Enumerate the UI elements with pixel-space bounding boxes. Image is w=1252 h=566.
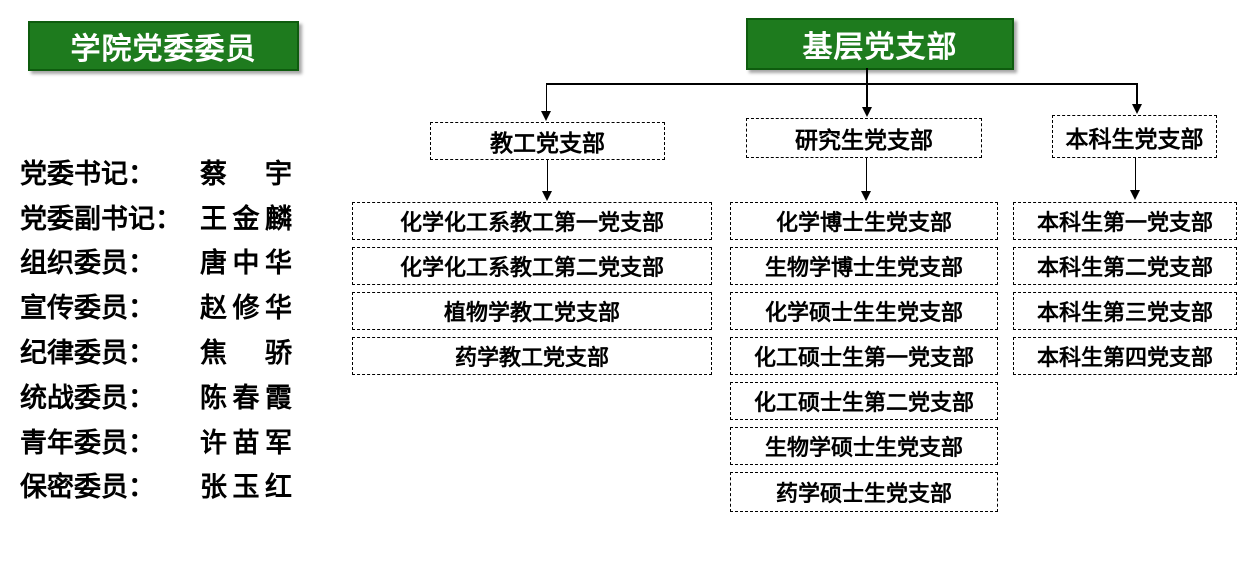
member-role: 纪律委员： <box>20 338 155 369</box>
connector-vline <box>866 68 868 84</box>
left-panel-title: 学院党委委员 <box>28 21 299 71</box>
arrow-down-icon <box>861 191 871 201</box>
branch-box: 研究生党支部 <box>746 118 982 158</box>
branch-box: 教工党支部 <box>430 122 665 160</box>
sub-branch-box: 生物学博士生党支部 <box>730 247 998 285</box>
connector-vline <box>1134 158 1136 191</box>
sub-branch-box: 本科生第二党支部 <box>1013 247 1237 285</box>
sub-branch-box: 生物学硕士生党支部 <box>730 427 998 465</box>
sub-branch-box: 化学化工系教工第二党支部 <box>352 247 712 285</box>
sub-branch-box: 植物学教工党支部 <box>352 292 712 330</box>
member-row: 纪律委员： 焦骄 <box>20 328 292 373</box>
arrow-down-icon <box>1130 190 1140 200</box>
member-role: 党委副书记： <box>20 203 182 234</box>
member-row: 宣传委员： 赵修华 <box>20 283 292 328</box>
sub-branch-box: 化工硕士生第一党支部 <box>730 337 998 375</box>
right-panel-title: 基层党支部 <box>746 18 1014 70</box>
member-row: 统战委员： 陈春霞 <box>20 373 292 418</box>
member-row: 党委副书记： 王金麟 <box>20 194 292 239</box>
member-role: 宣传委员： <box>20 293 155 324</box>
arrow-down-icon <box>1132 104 1142 114</box>
connector-vline <box>546 160 548 192</box>
member-name: 许苗军 <box>200 427 292 458</box>
connector-vline <box>1136 83 1138 105</box>
member-name: 唐中华 <box>200 248 292 279</box>
arrow-down-icon <box>541 111 551 121</box>
member-name: 焦骄 <box>200 338 292 369</box>
sub-branch-box: 本科生第一党支部 <box>1013 202 1237 240</box>
sub-branch-box: 化工硕士生第二党支部 <box>730 382 998 420</box>
member-role: 保密委员： <box>20 472 155 503</box>
member-name: 蔡宇 <box>200 158 292 189</box>
member-role: 统战委员： <box>20 382 155 413</box>
connector-vline <box>545 83 547 112</box>
sub-branch-box: 药学教工党支部 <box>352 337 712 375</box>
sub-branch-box: 化学化工系教工第一党支部 <box>352 202 712 240</box>
committee-member-list: 党委书记： 蔡宇 党委副书记： 王金麟 组织委员： 唐中华 宣传委员： 赵修华 … <box>20 149 292 507</box>
sub-branch-box: 药学硕士生党支部 <box>730 472 998 512</box>
member-row: 组织委员： 唐中华 <box>20 239 292 284</box>
member-name: 王金麟 <box>200 203 292 234</box>
member-name: 张玉红 <box>200 472 292 503</box>
connector-hline <box>546 83 1137 85</box>
member-row: 党委书记： 蔡宇 <box>20 149 292 194</box>
member-name: 赵修华 <box>200 293 292 324</box>
arrow-down-icon <box>542 191 552 201</box>
member-row: 保密委员： 张玉红 <box>20 463 292 508</box>
branch-box: 本科生党支部 <box>1052 115 1217 158</box>
connector-vline <box>866 83 868 108</box>
sub-branch-box: 本科生第三党支部 <box>1013 292 1237 330</box>
member-row: 青年委员： 许苗军 <box>20 418 292 463</box>
arrow-down-icon <box>862 107 872 117</box>
member-role: 党委书记： <box>20 158 155 189</box>
member-role: 组织委员： <box>20 248 155 279</box>
sub-branch-box: 化学博士生党支部 <box>730 202 998 240</box>
member-name: 陈春霞 <box>200 382 292 413</box>
connector-vline <box>865 158 867 192</box>
sub-branch-box: 化学硕士生生党支部 <box>730 292 998 330</box>
sub-branch-box: 本科生第四党支部 <box>1013 337 1237 375</box>
member-role: 青年委员： <box>20 427 155 458</box>
